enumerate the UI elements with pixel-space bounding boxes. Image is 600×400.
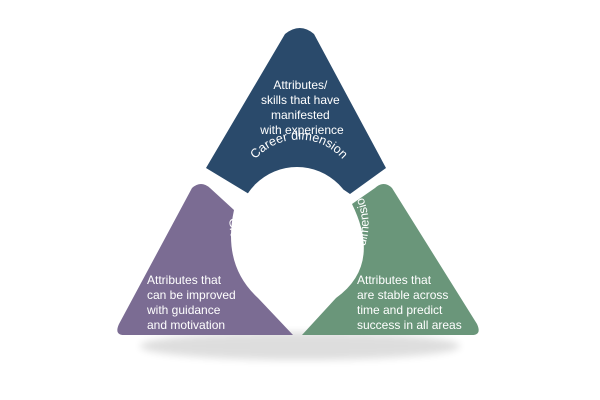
foundational-dimension-segment <box>302 184 479 335</box>
center-circle <box>238 167 356 285</box>
career-desc-line: skills that have <box>261 93 340 107</box>
career-dimension-segment <box>206 28 386 194</box>
growth-description: Attributes that can be improved with gui… <box>146 273 239 332</box>
foundational-desc-line: success in all areas <box>357 318 462 332</box>
growth-desc-line: Attributes that <box>147 273 222 287</box>
growth-desc-line: can be improved <box>147 288 236 302</box>
foundational-desc-line: Attributes that <box>357 273 432 287</box>
growth-desc-line: and motivation <box>147 318 225 332</box>
career-desc-line: manifested <box>271 108 330 122</box>
growth-dimension-segment <box>117 184 293 335</box>
career-description: Attributes/ skills that have manifested … <box>259 78 344 137</box>
career-desc-line: with experience <box>259 123 344 137</box>
career-desc-line: Attributes/ <box>273 78 328 92</box>
foundational-desc-line: time and predict <box>357 303 443 317</box>
foundational-desc-line: are stable across <box>357 288 448 302</box>
foundational-description: Attributes that are stable across time a… <box>357 273 462 332</box>
growth-desc-line: with guidance <box>146 303 221 317</box>
diagram-shadow <box>140 332 460 360</box>
